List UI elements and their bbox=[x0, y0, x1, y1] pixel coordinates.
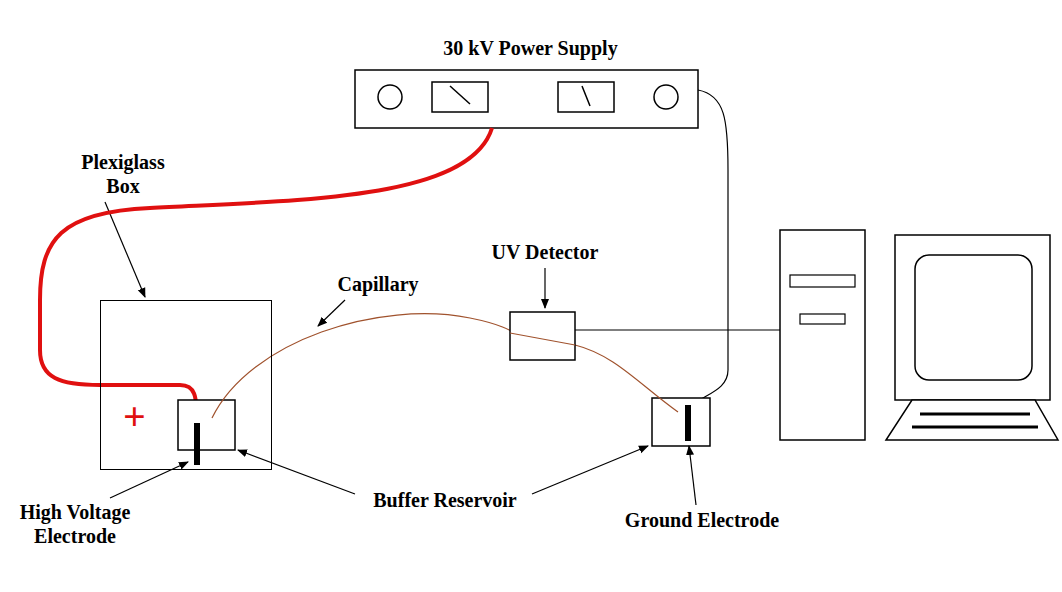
part-label: High Voltage Electrode bbox=[9, 500, 141, 548]
buffer-reservoir bbox=[652, 398, 710, 446]
meter bbox=[558, 82, 614, 112]
high-voltage-cable bbox=[40, 128, 492, 385]
knob bbox=[654, 85, 678, 109]
leader-arrow bbox=[689, 446, 696, 505]
part-label: Capillary bbox=[337, 272, 418, 296]
leader-arrow bbox=[532, 446, 648, 494]
computer-tower bbox=[780, 230, 865, 440]
high-voltage-electrode bbox=[194, 423, 200, 465]
part-label: Buffer Reservoir bbox=[373, 488, 516, 512]
meter bbox=[432, 82, 488, 112]
meter-needle bbox=[450, 86, 470, 104]
ground-electrode bbox=[685, 405, 691, 441]
capillary bbox=[212, 314, 678, 418]
meter-needle bbox=[582, 86, 590, 106]
signal-cable bbox=[575, 329, 780, 330]
plexiglass-box: + bbox=[100, 300, 272, 470]
drive-slot bbox=[800, 314, 845, 324]
ground-wire bbox=[690, 90, 728, 408]
keyboard-key-row bbox=[912, 426, 1038, 429]
buffer-reservoir bbox=[178, 400, 235, 450]
drive-slot bbox=[790, 275, 855, 287]
part-label: Ground Electrode bbox=[625, 508, 779, 532]
knob bbox=[378, 85, 402, 109]
leader-arrow bbox=[105, 202, 145, 297]
part-label: UV Detector bbox=[492, 240, 599, 264]
capillary bbox=[510, 333, 575, 345]
node-text: + bbox=[123, 395, 146, 439]
keyboard-key-row bbox=[920, 413, 1030, 416]
leader-arrow bbox=[318, 300, 345, 326]
keyboard bbox=[886, 400, 1058, 440]
monitor-screen bbox=[915, 255, 1032, 380]
leader-arrow bbox=[110, 462, 188, 498]
part-label: Plexiglass Box bbox=[67, 150, 179, 198]
node-text: 30 kV Power Supply bbox=[355, 36, 706, 60]
power-supply: 30 kV Power Supply bbox=[355, 34, 706, 130]
power-supply-box bbox=[355, 70, 698, 128]
monitor bbox=[895, 235, 1050, 400]
uv-detector bbox=[510, 312, 575, 360]
leader-arrow bbox=[238, 450, 355, 494]
leader-arrow bbox=[544, 268, 545, 308]
